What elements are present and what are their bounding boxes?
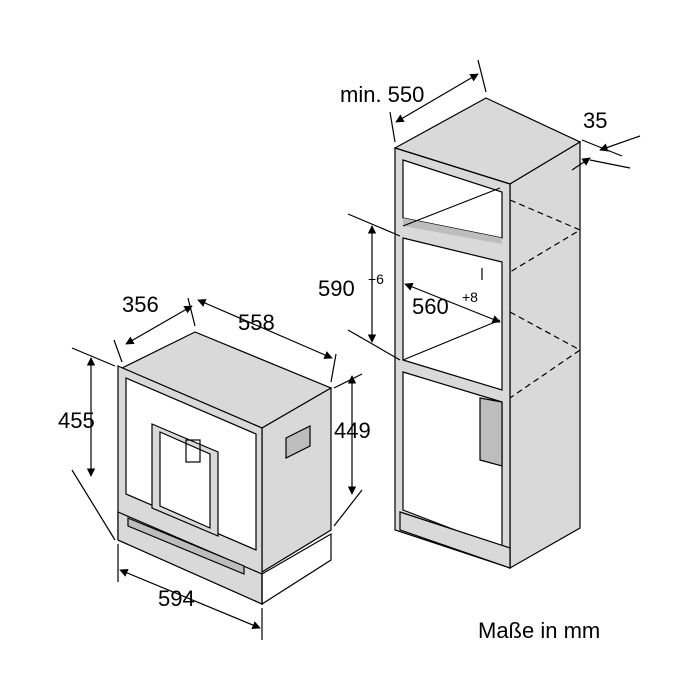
dim-590-tolerance: +6 — [368, 271, 384, 287]
dim-560-tolerance: +8 — [462, 289, 478, 305]
dim-min-550-label: min. 550 — [340, 82, 424, 107]
appliance-drawing — [117, 331, 333, 606]
dim-356-label: 356 — [122, 292, 159, 317]
dim-455-label: 455 — [58, 408, 95, 433]
dim-560-label: 560 — [412, 294, 449, 319]
units-note: Maße in mm — [478, 618, 600, 643]
dim-449-label: 449 — [334, 418, 371, 443]
cabinet-drawing — [393, 97, 582, 570]
dim-590-label: 590 — [318, 276, 355, 301]
appliance-dimensions — [71, 297, 363, 640]
dim-35-label: 35 — [583, 108, 607, 133]
dim-558-label: 558 — [238, 310, 275, 335]
cabinet-dimensions — [347, 59, 641, 361]
dim-594-label: 594 — [158, 586, 195, 611]
